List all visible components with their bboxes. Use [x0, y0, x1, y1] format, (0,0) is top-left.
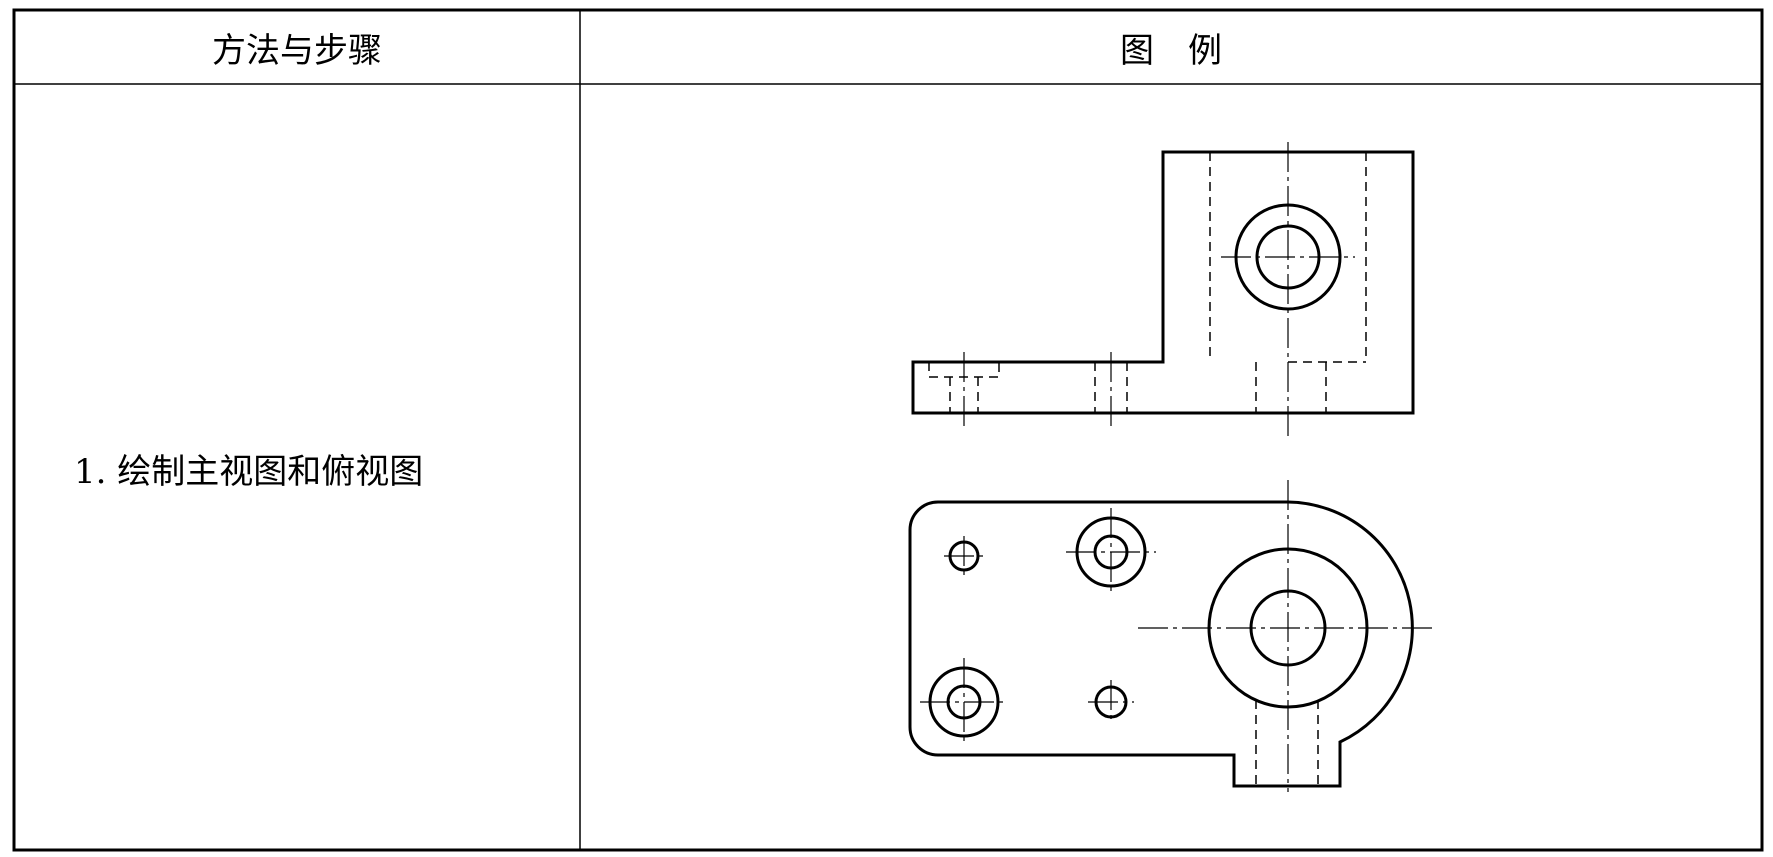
step-1-text: 1. 绘制主视图和俯视图 — [74, 451, 424, 492]
top-view — [908, 480, 1434, 792]
front-view — [911, 142, 1415, 438]
header-method: 方法与步骤 — [212, 30, 382, 71]
header-example: 图 例 — [1120, 30, 1222, 71]
table-grid — [12, 8, 1764, 852]
